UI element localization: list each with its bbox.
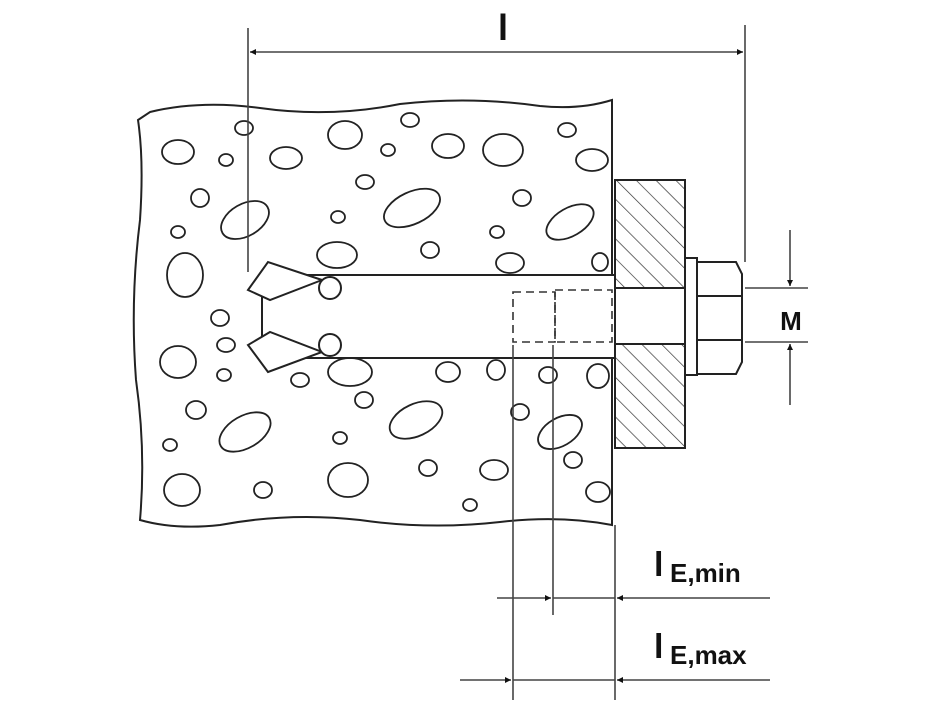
le-min-label-main: l [654,546,663,584]
length-dimension [247,25,746,272]
aggregate-pebbles [159,112,611,512]
le-max-label-main: l [654,628,663,666]
expansion-cone [246,260,342,374]
length-label: l [498,7,508,48]
thread-dimension [745,230,808,405]
thread-label: M [780,306,802,336]
le-max-label-sub: E,max [670,640,747,670]
threaded-rod [614,287,688,345]
anchor-sleeve [261,274,616,359]
embedment-dimensions [460,345,770,700]
rod-dashed-hidden [512,289,613,343]
le-min-label-sub: E,min [670,558,741,588]
hex-nut [696,261,743,375]
washer [684,257,698,376]
